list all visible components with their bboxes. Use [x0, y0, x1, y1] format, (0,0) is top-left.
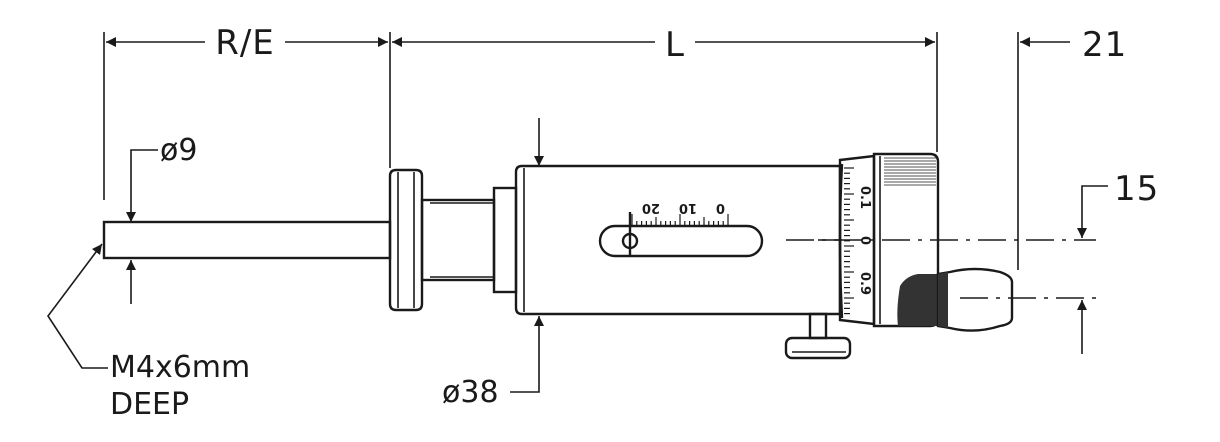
re-dimension-label: R/E [215, 23, 275, 63]
sleeve-scale: 0 10 20 [598, 200, 764, 258]
thread-leader: M4x6mm DEEP [47, 243, 250, 422]
thimble-label-0-1: 0.1 [857, 186, 872, 209]
dimension-21-label: 21 [1082, 25, 1127, 65]
dia38-dimension: ø38 [442, 118, 544, 410]
sleeve-scale-label-0: 0 [716, 200, 725, 215]
lock-knob [784, 312, 852, 360]
extension-lines [103, 32, 1019, 270]
spindle [102, 220, 392, 260]
thimble-label-0-9: 0.9 [857, 272, 872, 295]
dimension-15: 15 [1077, 169, 1159, 354]
dia9-dimension: ø9 [126, 133, 197, 304]
dimension-21: 21 [1020, 25, 1127, 65]
l-dimension: L [392, 25, 935, 65]
re-dimension: R/E [106, 23, 388, 63]
thread-label-line2: DEEP [110, 387, 189, 422]
dimension-15-label: 15 [1114, 169, 1159, 209]
barrel [514, 164, 842, 316]
dia38-label: ø38 [442, 375, 499, 410]
thread-label-line1: M4x6mm [110, 350, 250, 385]
l-dimension-label: L [665, 25, 685, 65]
ratchet-stem [936, 267, 1014, 332]
center-lines [786, 239, 1096, 299]
sleeve-scale-label-20: 20 [642, 200, 660, 215]
mounting-flange [388, 168, 424, 312]
thimble-label-0: 0 [857, 236, 872, 245]
dia9-label: ø9 [160, 133, 197, 168]
sleeve-scale-label-10: 10 [679, 200, 697, 215]
neck [420, 186, 518, 294]
